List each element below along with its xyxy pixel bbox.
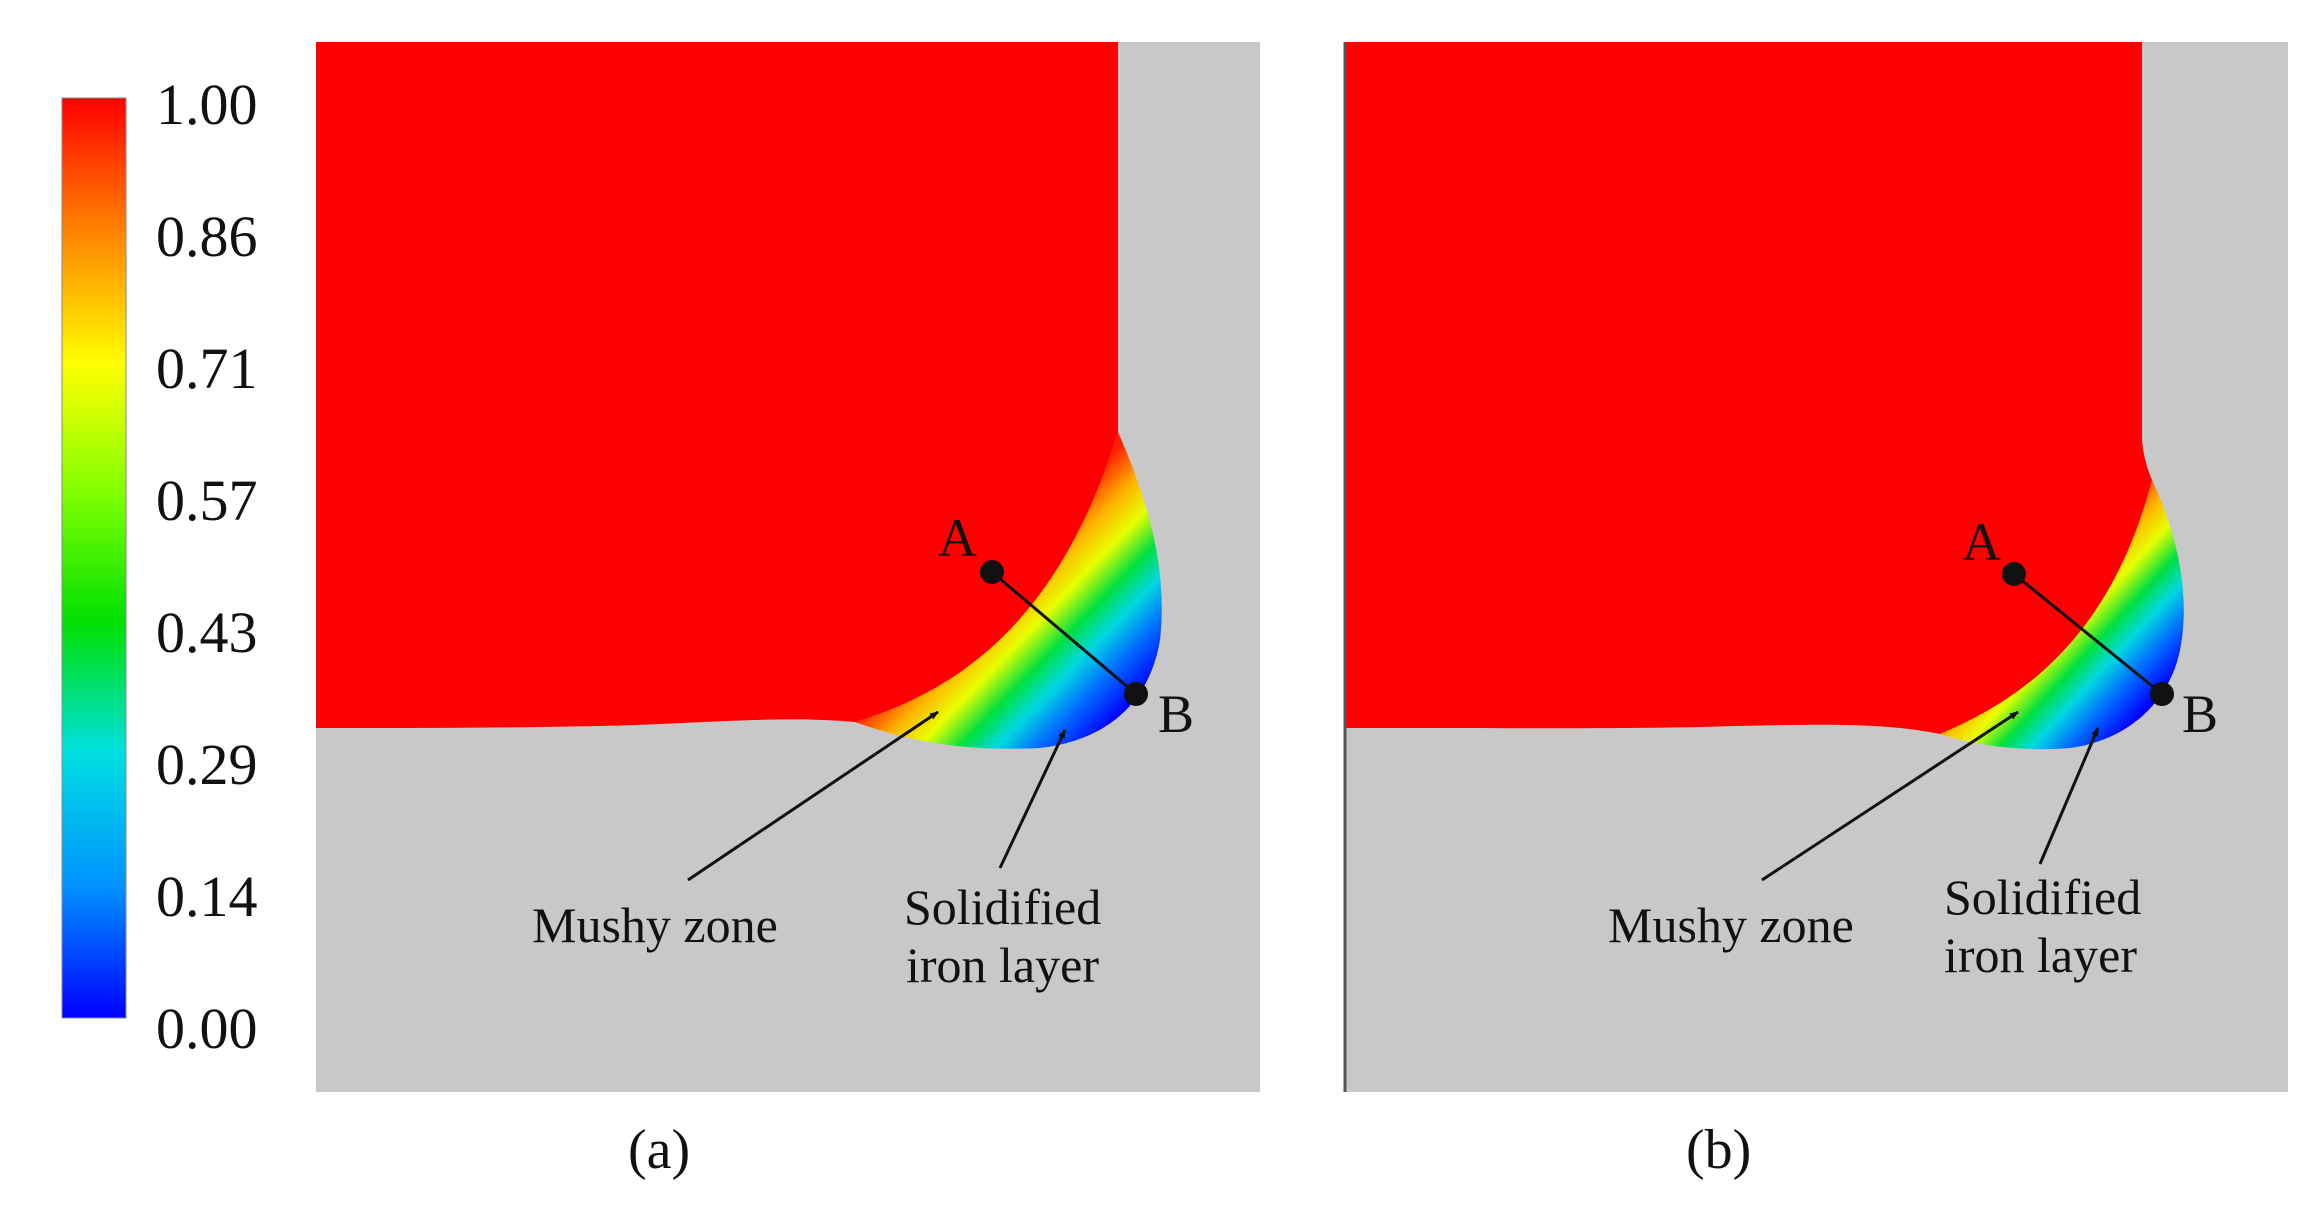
- colorbar-tick-6: 0.29: [156, 732, 258, 797]
- panel-b-solidified-layer: [1940, 480, 2184, 750]
- colorbar-tick-5: 0.43: [156, 600, 258, 665]
- panel-a-mushy-label: Mushy zone: [532, 897, 778, 953]
- panel-a-point-b: [1124, 682, 1148, 706]
- panel-b-solidified-arrow: [2038, 727, 2100, 865]
- panel-a-solidified-label-2: iron layer: [906, 937, 1099, 993]
- panel-a-liquid-iron: [316, 42, 1118, 728]
- panel-a-label-a: A: [938, 508, 977, 568]
- colorbar-tick-3: 0.71: [156, 336, 258, 401]
- panel-b: A B Mushy zone Solidified iron layer (b): [1343, 42, 2288, 1181]
- panel-a: A B Mushy zone Solidified iron layer (a): [316, 42, 1260, 1181]
- panel-b-solidified-label-2: iron layer: [1944, 927, 2137, 983]
- panel-b-liquid-iron: [1346, 42, 2152, 734]
- colorbar-tick-7: 0.14: [156, 864, 258, 929]
- panel-a-label-b: B: [1158, 684, 1194, 744]
- panel-a-solidified-label-1: Solidified: [904, 879, 1101, 935]
- panel-a-line-ab: [991, 570, 1137, 696]
- panel-a-solidified-layer: [855, 432, 1162, 749]
- panel-b-point-a: [2002, 562, 2026, 586]
- panel-b-label-b: B: [2182, 684, 2218, 744]
- panel-b-mushy-arrow: [1761, 710, 2019, 882]
- panel-b-label-a: A: [1962, 512, 2001, 572]
- panel-b-point-b: [2150, 682, 2174, 706]
- panel-b-line-ab: [2013, 572, 2163, 696]
- panel-b-caption: (b): [1686, 1119, 1751, 1181]
- colorbar: 1.00 0.86 0.71 0.57 0.43 0.29 0.14 0.00: [61, 72, 258, 1061]
- panel-b-solidified-label-1: Solidified: [1944, 869, 2141, 925]
- colorbar-gradient: [61, 97, 127, 1019]
- panel-a-caption: (a): [628, 1119, 690, 1181]
- panel-a-mushy-arrow: [687, 710, 939, 882]
- panel-b-mushy-label: Mushy zone: [1608, 897, 1854, 953]
- panel-a-point-a: [980, 560, 1004, 584]
- colorbar-tick-4: 0.57: [156, 468, 258, 533]
- colorbar-tick-1: 1.00: [156, 72, 258, 137]
- panel-a-solidified-arrow: [998, 729, 1067, 869]
- colorbar-tick-8: 0.00: [156, 996, 258, 1061]
- colorbar-tick-2: 0.86: [156, 204, 258, 269]
